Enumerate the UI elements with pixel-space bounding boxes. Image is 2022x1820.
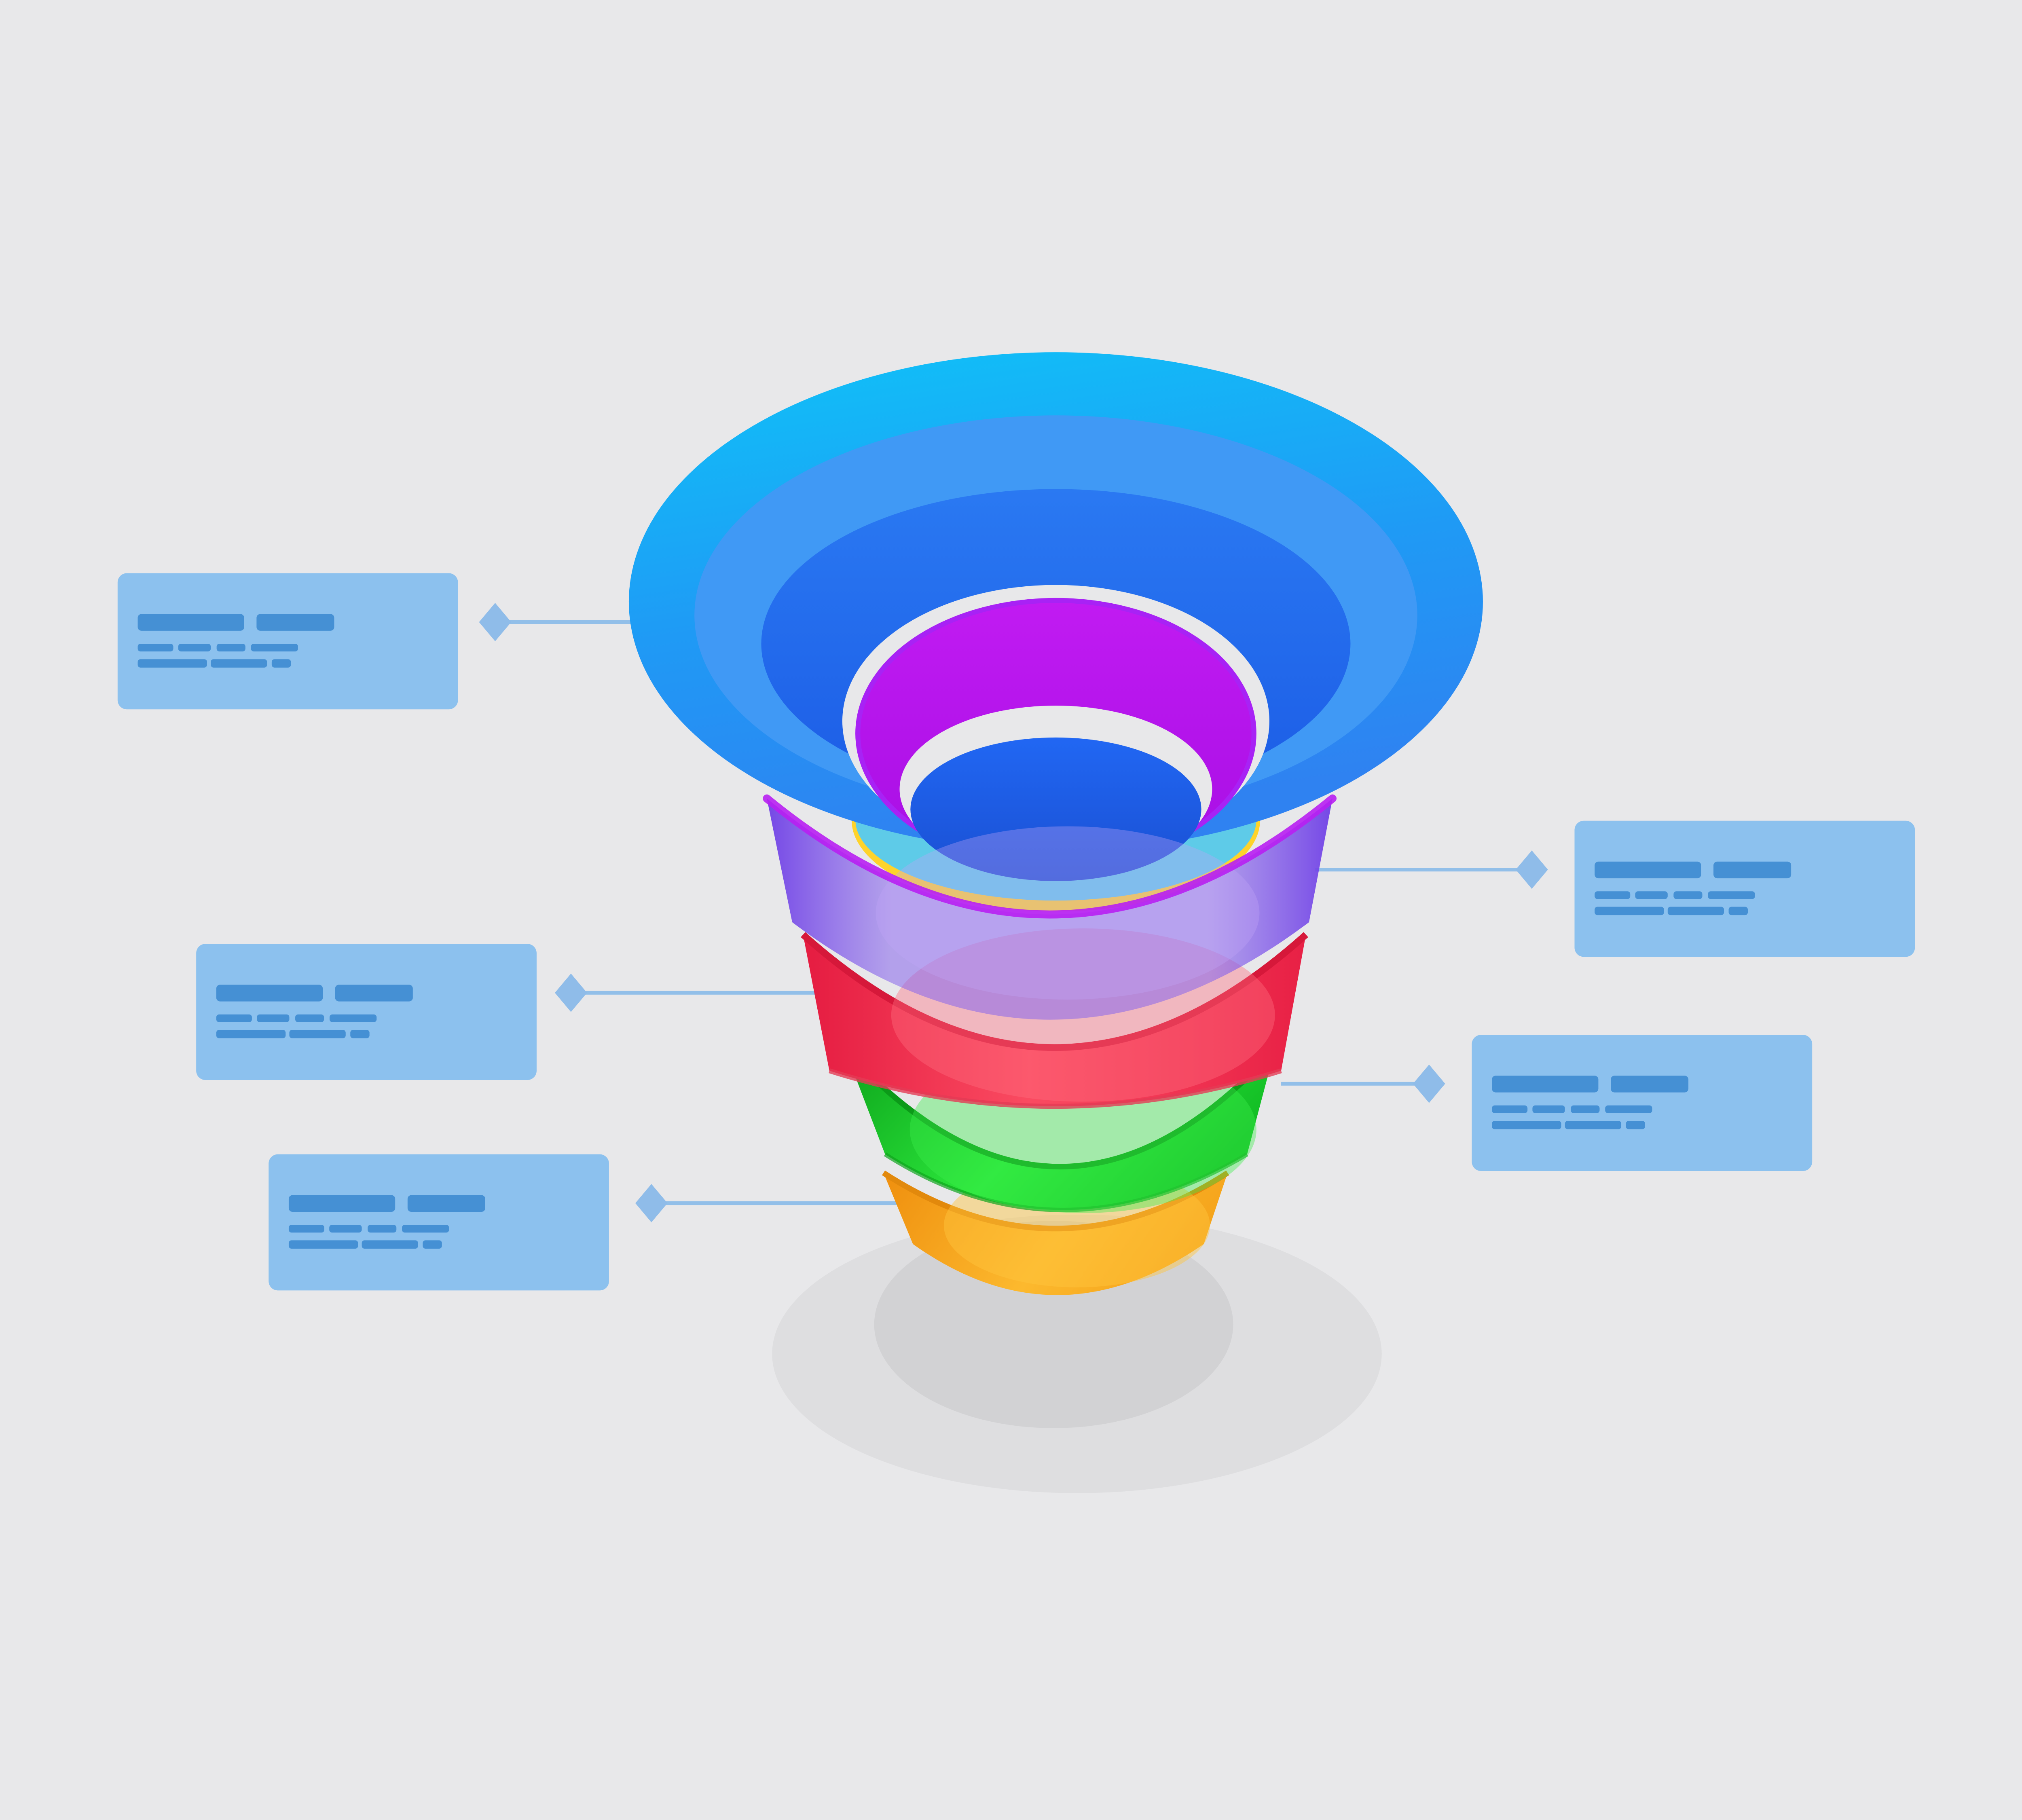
blue-inner-bottom [910,737,1201,881]
funnel-stage-2-purple [763,794,1337,1020]
callout-box-2-middle-left [196,944,537,1080]
connector-callout-1 [479,603,656,641]
orange-top-rim [882,1170,1229,1232]
orange-band [883,1173,1228,1295]
callout-box-1-top-left [117,573,458,710]
funnel-stage-1-blue-top [628,352,1483,881]
green-top-rim [842,1047,1277,1170]
callout-box-3-bottom-left [269,1154,609,1291]
connector-line [571,991,817,995]
magenta-rim [763,794,1337,919]
connector-line [495,620,656,624]
red-top-rim [801,932,1308,1051]
connector-callout-3 [635,1184,898,1222]
connector-callout-5 [1281,1064,1445,1103]
green-bottom-rim [884,1152,1248,1212]
red-bottom-rim [828,1068,1282,1109]
connector-callout-2 [555,973,817,1012]
funnel-3d [628,352,1483,1295]
green-band [845,1049,1275,1210]
connector-line [1281,1082,1429,1086]
red-band [803,934,1306,1107]
connector-line [1315,868,1532,872]
purple-band [767,798,1333,1020]
connector-line [651,1201,898,1205]
callout-box-5-middle-right [1472,1035,1813,1171]
callout-box-4-top-right [1574,820,1915,957]
connector-callout-4 [1315,850,1548,889]
